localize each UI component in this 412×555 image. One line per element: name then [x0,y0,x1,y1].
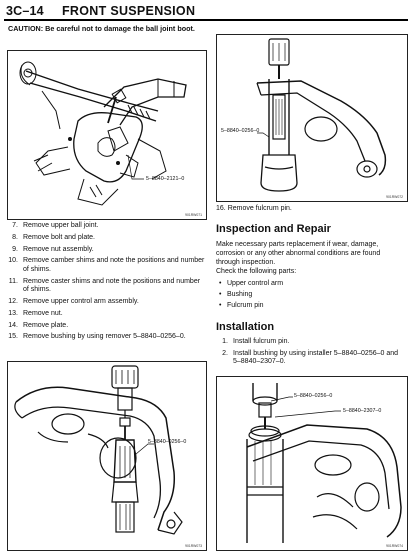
figure-fulcrum-pin-removal: 5–8840–0256–0 901RW072 [216,34,408,202]
callout-bushing-remover: 5–8840–0256–0 [148,439,187,445]
caution-note: CAUTION: Be careful not to damage the ba… [8,24,204,33]
inspection-parts-list: Upper control arm Bushing Fulcrum pin [218,278,283,311]
caution-text: Be careful not to damage the ball joint … [45,24,195,33]
step-number: 9. [12,245,18,253]
list-item: 13. Remove nut. [6,310,206,319]
inspection-check-line: Check the following parts: [216,268,297,275]
list-item: 2. Install bushing by using installer 5–8… [216,350,406,367]
list-item: Fulcrum pin [218,300,283,311]
figure-bushing-installation: 5–8840–0256–0 5–8840–2307–0 901RW074 [216,376,408,551]
inspection-intro: Make necessary parts replacement if wear… [216,241,381,266]
step-number: 8. [12,233,18,241]
list-item: 7. Remove upper ball joint. [6,222,206,231]
step-text: Remove plate. [23,321,69,329]
list-item: 9. Remove nut assembly. [6,246,206,255]
callout-installer-b: 5–8840–2307–0 [343,408,382,414]
step-text: Remove upper control arm assembly. [23,298,139,306]
list-item: 8. Remove bolt and plate. [6,234,206,243]
figure-code: 901RW073 [185,544,202,548]
list-item: 1. Install fulcrum pin. [216,338,406,347]
step-text: Install fulcrum pin. [233,338,290,345]
installation-heading: Installation [216,321,275,333]
step-number: 16. [216,205,226,212]
bushing-removal-illustration [14,365,183,535]
removal-steps-list: 7. Remove upper ball joint. 8. Remove bolt… [6,222,206,345]
step-number: 15. [8,333,18,341]
step-text: Remove camber shims and note the positio… [23,257,205,273]
step-text: Remove caster shims and note the positio… [23,277,201,294]
list-item: Bushing [218,289,283,300]
bushing-installation-illustration [246,383,402,543]
list-item: 10. Remove camber shims and note the posi… [6,257,206,274]
step-number: 2. [222,349,228,357]
step-text: Install bushing by using installer 5–884… [233,349,399,366]
fulcrum-pin-illustration [256,38,387,192]
list-item: 12. Remove upper control arm assembly. [6,298,206,307]
figure-bushing-removal: 5–8840–0256–0 901RW073 [7,361,207,551]
step-text: Remove bushing by using remover 5–8840–0… [23,333,186,341]
step-number: 10. [8,257,18,265]
callout-ball-joint-remover: 5–8840–2121–0 [146,176,185,182]
step-16: 16. Remove fulcrum pin. [216,204,292,213]
step-number: 11. [8,277,18,285]
caution-label: CAUTION: [8,24,44,33]
ball-joint-illustration [19,61,187,206]
list-item: 11. Remove caster shims and note the posi… [6,278,206,295]
figure-code: 901RW074 [386,544,403,548]
list-item: 15. Remove bushing by using remover 5–884… [6,333,206,342]
callout-installer-a: 5–8840–0256–0 [294,393,333,399]
step-text: Remove nut. [23,309,63,317]
step-number: 12. [8,298,18,306]
step-number: 13. [8,309,18,317]
list-item: 14. Remove plate. [6,322,206,331]
installation-steps-list: 1. Install fulcrum pin. 2. Install bushing… [216,338,406,370]
step-number: 14. [8,321,18,329]
step-number: 7. [12,222,18,229]
step-text: Remove nut assembly. [23,245,94,253]
step-number: 1. [222,338,228,345]
figure-code: 901RW071 [185,213,202,217]
figure-code: 901RW072 [386,195,403,199]
list-item: Upper control arm [218,278,283,289]
step-text: Remove upper ball joint. [23,222,99,229]
section-title: FRONT SUSPENSION [62,4,196,18]
callout-fulcrum-tool: 5–8840–0256–0 [221,128,260,134]
inspection-heading: Inspection and Repair [216,223,331,235]
step-text: Remove fulcrum pin. [227,205,292,212]
section-number: 3C–14 [6,4,44,18]
step-text: Remove bolt and plate. [23,233,95,241]
figure-ball-joint-removal: 5–8840–2121–0 901RW071 [7,50,207,220]
header-rule [4,19,408,21]
